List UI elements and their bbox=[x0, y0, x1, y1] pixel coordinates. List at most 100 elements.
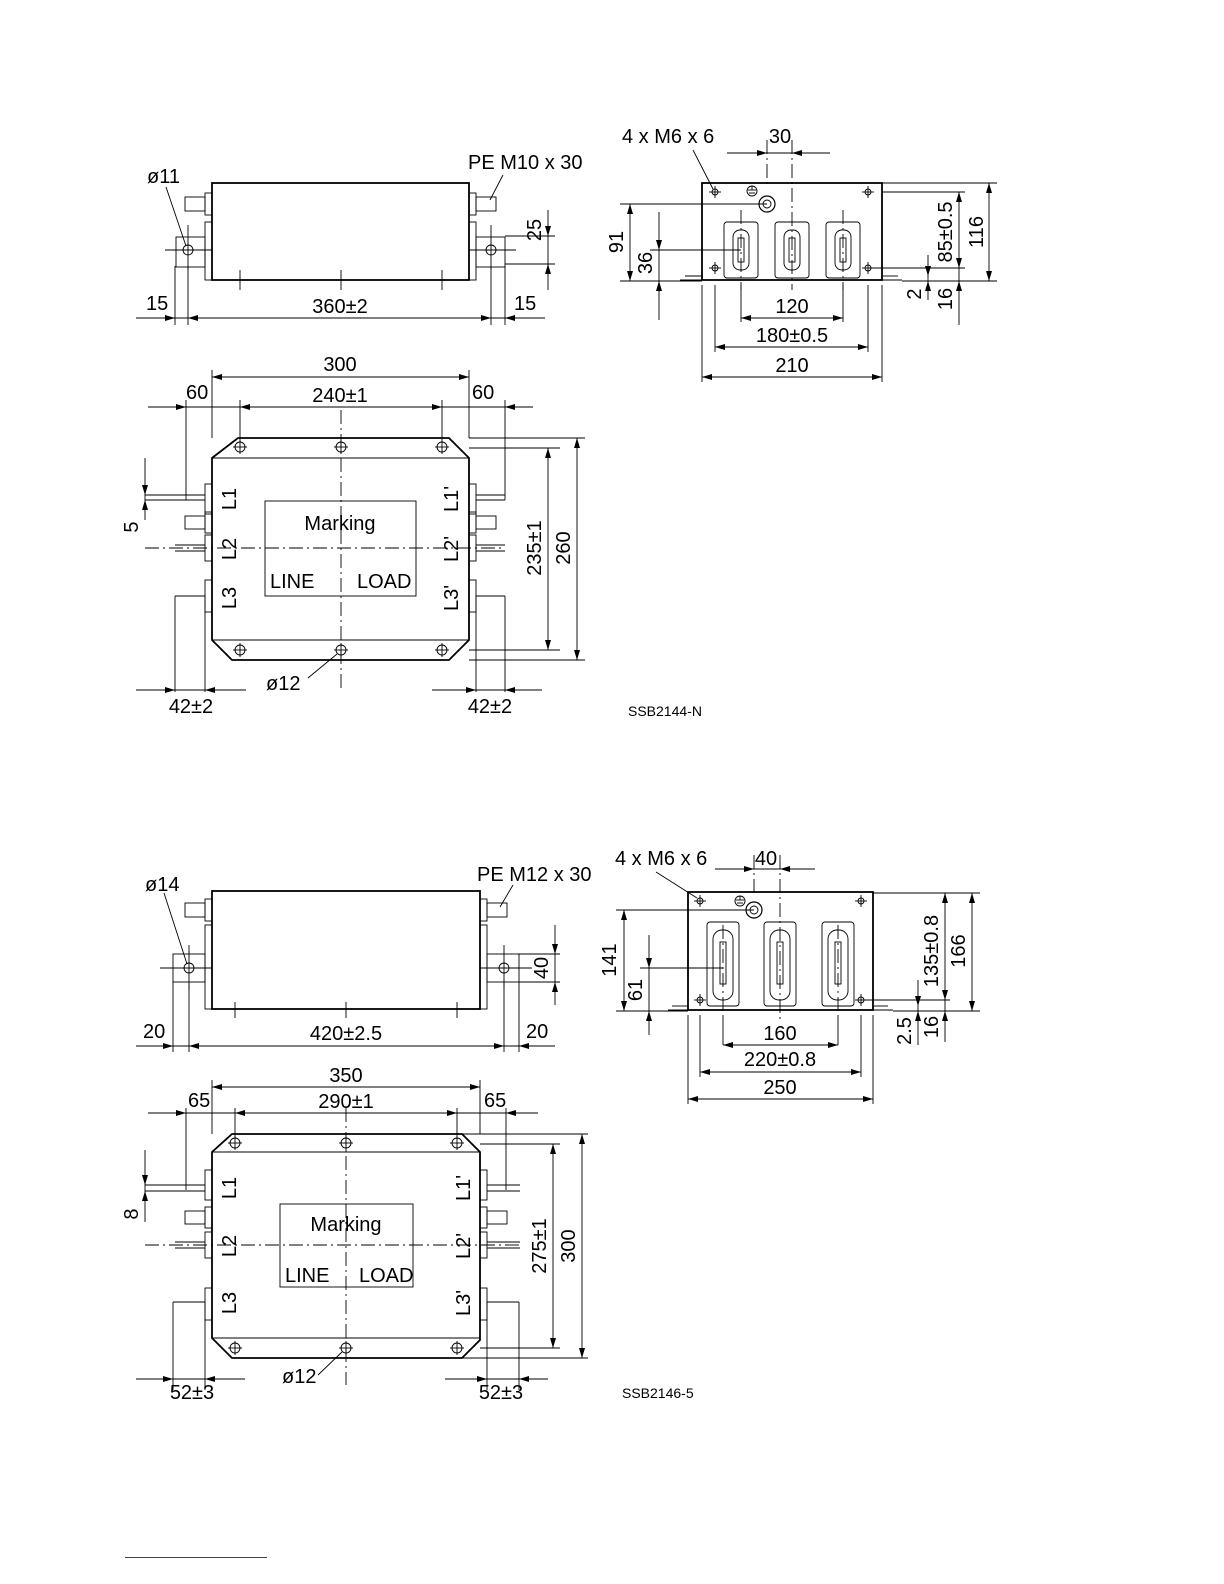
dim-85: 85±0.5 bbox=[935, 201, 957, 262]
drawing-2: ø14 PE M12 x 30 40 20 420±2.5 20 Marking… bbox=[121, 848, 980, 1404]
dim-135: 135±0.8 bbox=[921, 915, 943, 987]
dim-166: 166 bbox=[948, 934, 970, 967]
dim-ext-left-2: 65 bbox=[188, 1090, 210, 1112]
line-label-2: LINE bbox=[285, 1265, 329, 1287]
dim-275: 275±1 bbox=[529, 1218, 551, 1273]
dim-160: 160 bbox=[763, 1023, 796, 1045]
screw-hole-2-2 bbox=[855, 895, 867, 907]
dim-16-2: 16 bbox=[921, 1016, 943, 1038]
terminal-L2-prime: L2' bbox=[441, 536, 463, 562]
dim-edge-left: 15 bbox=[146, 293, 168, 315]
dim-edge-left-2: 20 bbox=[143, 1021, 165, 1043]
mount-hole-top-right-2 bbox=[450, 1136, 464, 1150]
ground-icon bbox=[746, 185, 758, 197]
dim-hole-2: ø12 bbox=[282, 1366, 316, 1388]
screws-label-2: 4 x M6 x 6 bbox=[615, 848, 707, 870]
drawing-code-2: SSB2146-5 bbox=[622, 1385, 694, 1401]
drawing-1: ø11 PE M10 x 30 25 15 360±2 15 Marking bbox=[121, 126, 997, 719]
dim-91: 91 bbox=[606, 231, 628, 253]
dim-hole: ø12 bbox=[266, 673, 300, 695]
dim-pe-offset-2: 40 bbox=[755, 848, 777, 870]
pe-stud-label-2: PE M12 x 30 bbox=[477, 864, 592, 886]
dim-260: 260 bbox=[553, 531, 575, 564]
marking-box-2 bbox=[279, 1203, 414, 1288]
dim-16: 16 bbox=[935, 288, 957, 310]
ground-icon-2 bbox=[734, 895, 746, 907]
dim-overall-2: 350 bbox=[329, 1065, 362, 1087]
dim-mount-spacing: 240±1 bbox=[312, 385, 367, 407]
mount-hole-bot-right bbox=[435, 643, 449, 657]
dim-offset-8: 8 bbox=[121, 1208, 143, 1219]
dim-120: 120 bbox=[775, 296, 808, 318]
dim-ext-right-2: 65 bbox=[484, 1090, 506, 1112]
terminal-L1: L1 bbox=[219, 488, 241, 510]
screws-label: 4 x M6 x 6 bbox=[622, 126, 714, 148]
end-view-2: 4 x M6 x 6 40 141 61 135±0.8 166 2.5 16 … bbox=[599, 848, 980, 1104]
dim-36: 36 bbox=[635, 252, 657, 274]
dim-ext-right: 60 bbox=[472, 382, 494, 404]
dim-length: 360±2 bbox=[312, 296, 367, 318]
terminal-block-3-2 bbox=[821, 921, 855, 1015]
side-view-1: ø11 PE M10 x 30 25 15 360±2 15 bbox=[136, 152, 583, 325]
screw-hole-2 bbox=[862, 186, 874, 198]
terminal-L2-prime-2: L2' bbox=[453, 1233, 475, 1259]
dim-2: 2 bbox=[904, 288, 926, 299]
dim-2-5: 2.5 bbox=[894, 1017, 916, 1045]
load-label-2: LOAD bbox=[359, 1265, 413, 1287]
terminal-L1-prime: L1' bbox=[441, 486, 463, 512]
screw-hole-1 bbox=[709, 186, 721, 198]
marking-label-2: Marking bbox=[310, 1214, 381, 1236]
dim-edge-right: 15 bbox=[514, 293, 536, 315]
dim-220: 220±0.8 bbox=[744, 1049, 816, 1071]
mount-hole-top-left bbox=[233, 440, 247, 454]
dim-61: 61 bbox=[625, 979, 647, 1001]
hole-dia-label: ø11 bbox=[147, 166, 180, 188]
terminal-L1-prime-2: L1' bbox=[453, 1175, 475, 1201]
terminal-L3: L3 bbox=[219, 587, 241, 609]
line-label: LINE bbox=[270, 571, 314, 593]
screw-hole-1-2 bbox=[694, 895, 706, 907]
side-view-2: ø14 PE M12 x 30 40 20 420±2.5 20 bbox=[136, 864, 592, 1052]
top-view-2: Marking LINE LOAD bbox=[121, 1065, 588, 1404]
terminal-L2-2: L2 bbox=[219, 1235, 241, 1257]
mount-hole-bot-left-2 bbox=[228, 1341, 242, 1355]
terminal-block-2-2 bbox=[763, 921, 797, 1007]
dim-300: 300 bbox=[558, 1229, 580, 1262]
terminal-L2: L2 bbox=[219, 538, 241, 560]
dim-overall: 300 bbox=[323, 354, 356, 376]
dim-edge-right-2: 20 bbox=[526, 1021, 548, 1043]
terminal-L3-prime-2: L3' bbox=[453, 1290, 475, 1316]
mount-hole-bot-right-2 bbox=[450, 1341, 464, 1355]
footnote-separator bbox=[125, 1557, 267, 1558]
mount-hole-top-left-2 bbox=[228, 1136, 242, 1150]
dim-term-left-2: 52±3 bbox=[170, 1382, 214, 1404]
dim-25: 25 bbox=[524, 219, 546, 241]
load-label: LOAD bbox=[357, 571, 411, 593]
hole-dia-label-2: ø14 bbox=[145, 874, 179, 896]
dim-mount-spacing-2: 290±1 bbox=[318, 1091, 373, 1113]
dim-180: 180±0.5 bbox=[756, 325, 828, 347]
dim-pe-offset: 30 bbox=[769, 126, 791, 148]
mount-hole-top-right bbox=[435, 440, 449, 454]
marking-box bbox=[264, 500, 417, 597]
terminal-block-2 bbox=[774, 221, 810, 279]
mount-hole-bot-left bbox=[233, 643, 247, 657]
dim-term-right: 42±2 bbox=[468, 696, 512, 718]
drawing-code: SSB2144-N bbox=[628, 703, 702, 719]
dim-40: 40 bbox=[531, 957, 553, 979]
terminal-L3-prime: L3' bbox=[441, 585, 463, 611]
terminal-L1-2: L1 bbox=[219, 1177, 241, 1199]
dim-141: 141 bbox=[599, 943, 621, 976]
dim-term-left: 42±2 bbox=[169, 696, 213, 718]
terminal-block-1-2 bbox=[706, 921, 740, 1015]
top-view-1: Marking LINE LOAD bbox=[121, 354, 585, 718]
dim-term-right-2: 52±3 bbox=[479, 1382, 523, 1404]
dim-length-2: 420±2.5 bbox=[310, 1023, 382, 1045]
terminal-block-3 bbox=[825, 210, 861, 290]
dim-ext-left: 60 bbox=[186, 382, 208, 404]
marking-label: Marking bbox=[304, 513, 375, 535]
dim-offset: 5 bbox=[121, 521, 143, 532]
dim-116: 116 bbox=[966, 216, 988, 248]
pe-stud-label: PE M10 x 30 bbox=[468, 152, 583, 174]
